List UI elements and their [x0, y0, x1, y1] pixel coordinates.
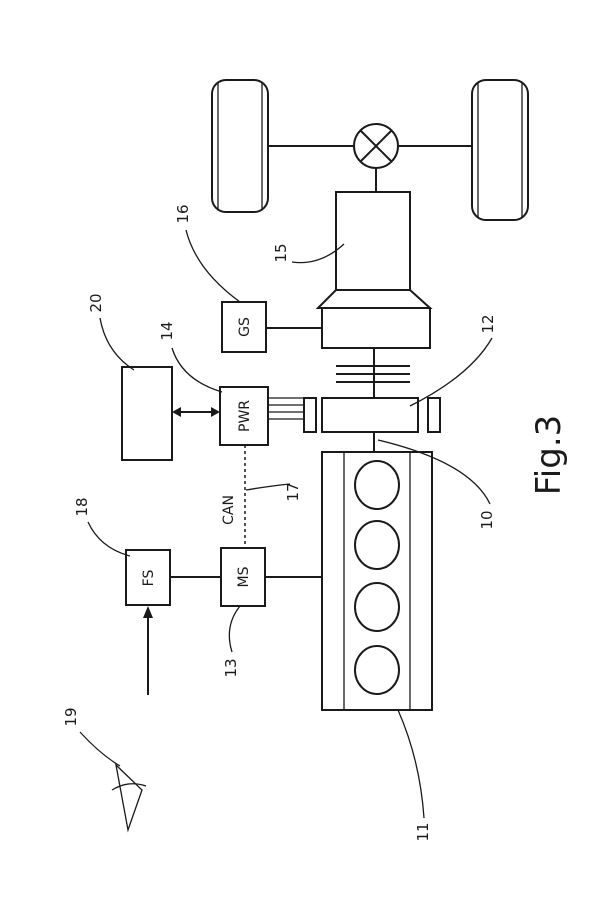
- can-bus-label: CAN: [221, 495, 237, 525]
- ref-label-14: 14: [158, 321, 223, 393]
- svg-text:12: 12: [479, 314, 497, 333]
- svg-text:15: 15: [272, 243, 290, 262]
- ref-label-11: 11: [397, 709, 432, 842]
- svg-text:MS: MS: [236, 566, 252, 587]
- svg-text:14: 14: [158, 321, 176, 340]
- svg-text:PWR: PWR: [237, 400, 253, 432]
- svg-text:17: 17: [284, 482, 302, 501]
- svg-text:10: 10: [478, 510, 496, 529]
- engine-block: [321, 451, 433, 711]
- storage-block: [121, 366, 173, 461]
- svg-text:19: 19: [62, 707, 80, 726]
- gearbox: [315, 191, 433, 349]
- cylinder-4: [354, 645, 400, 695]
- svg-text:FS: FS: [141, 570, 157, 587]
- cylinder-2: [354, 520, 400, 570]
- svg-text:16: 16: [174, 204, 192, 223]
- wheel-right: [471, 79, 529, 221]
- ref-label-10: 10: [377, 439, 496, 530]
- ref-label-13: 13: [222, 605, 241, 678]
- ref-label-20: 20: [87, 293, 135, 371]
- electric-machine: [303, 397, 441, 433]
- bidirectional-arrow: [172, 407, 220, 417]
- cylinder-1: [354, 460, 400, 510]
- ref-label-19: 19: [62, 707, 121, 767]
- cylinder-3: [354, 582, 400, 632]
- figure-title: Fig.3: [529, 415, 569, 496]
- svg-text:GS: GS: [237, 317, 253, 337]
- pwr-control-unit: PWR: [219, 386, 269, 446]
- ms-control-unit: MS: [220, 547, 266, 607]
- svg-text:20: 20: [87, 293, 105, 312]
- fs-control-unit: FS: [125, 549, 171, 606]
- ref-label-15: 15: [272, 243, 345, 264]
- ref-label-17: 17: [245, 482, 302, 502]
- wheel-left: [211, 79, 269, 213]
- svg-text:18: 18: [73, 497, 91, 516]
- pedal-symbol: [111, 763, 147, 833]
- pedal-input-arrow: [143, 606, 153, 695]
- svg-text:13: 13: [222, 658, 240, 677]
- ref-label-18: 18: [73, 497, 131, 557]
- gs-control-unit: GS: [221, 301, 267, 353]
- svg-text:11: 11: [414, 822, 432, 841]
- ref-label-12: 12: [409, 314, 497, 407]
- differential-symbol: [353, 123, 399, 169]
- ref-label-16: 16: [174, 204, 241, 303]
